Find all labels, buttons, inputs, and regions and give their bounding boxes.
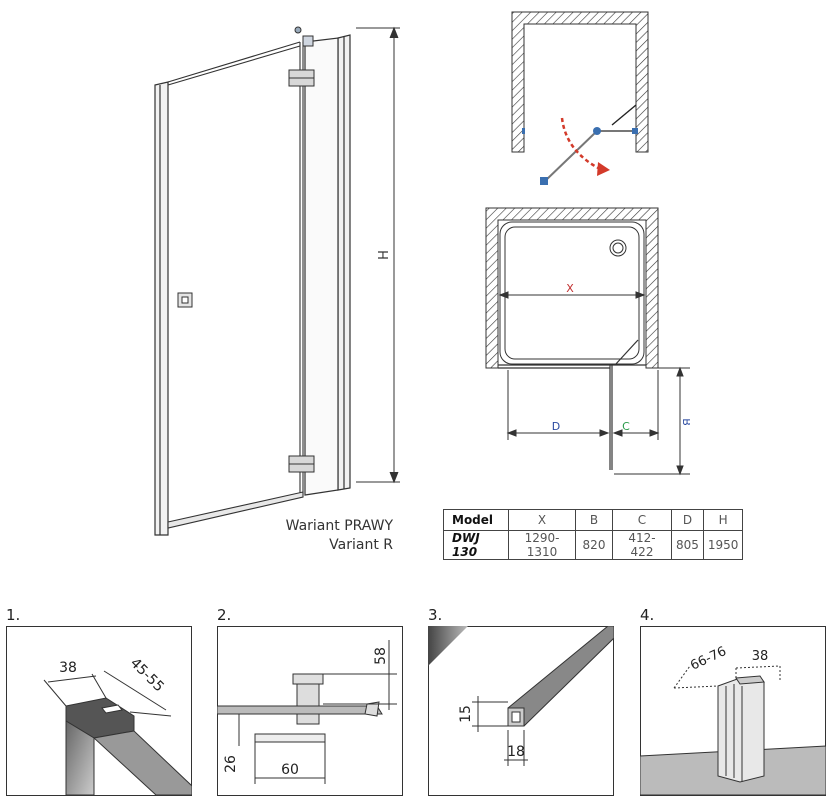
detail-number-4: 4.	[640, 606, 655, 624]
height-label: H	[377, 250, 392, 260]
spec-header-x: X	[508, 509, 576, 531]
detail-3-dim-a: 15	[458, 705, 474, 723]
c-dimension	[612, 370, 660, 440]
spec-cell-h: 1950	[702, 530, 744, 560]
detail-number-1: 1.	[6, 606, 21, 624]
detail-1-drawing: 38 45-55	[6, 626, 192, 796]
spec-header-c: C	[612, 509, 672, 531]
right-fixed-profile	[304, 34, 351, 496]
door-elevation-drawing: H	[154, 26, 400, 536]
detail-4-dims	[673, 665, 781, 689]
c-label: C	[622, 420, 630, 433]
detail-number-3: 3.	[428, 606, 443, 624]
b-dimension	[614, 366, 690, 476]
spec-cell-x: 1290-1310	[508, 530, 576, 560]
profile-section-3	[507, 626, 614, 727]
spec-header-d: D	[671, 509, 704, 531]
hinge-markers	[522, 127, 638, 185]
detail-4-drawing: 66-76 38	[640, 626, 826, 796]
door-glass-panel	[167, 41, 304, 529]
spec-cell-b: 820	[575, 530, 613, 560]
door-handle-icon	[177, 292, 193, 308]
detail-3-drawing: 15 18	[428, 626, 614, 796]
detail-2-dims	[238, 640, 397, 784]
spec-header-model: Model	[443, 509, 509, 531]
detail-number-2: 2.	[217, 606, 232, 624]
spec-header-b: B	[575, 509, 613, 531]
variant-label-pl: Wariant PRAWY	[285, 518, 393, 534]
wall-hatch-plan	[485, 207, 659, 369]
door-plan-lines	[498, 339, 646, 470]
b-label: B	[680, 418, 690, 426]
hinge-top	[288, 69, 315, 87]
wall-hatch-top	[511, 11, 649, 153]
plan-view-drawing: X D C B	[485, 207, 690, 476]
height-dimension	[356, 26, 400, 484]
detail-1-dims	[43, 670, 172, 717]
spec-header-row: Model X B C D H	[443, 509, 744, 531]
top-clamp	[294, 26, 314, 47]
spec-cell-c: 412-422	[612, 530, 672, 560]
detail-1-dim-a: 38	[59, 660, 77, 676]
d-dimension	[506, 370, 610, 440]
detail-2-dim-a: 58	[373, 647, 389, 665]
detail-4-dim-a: 66-76	[688, 644, 729, 674]
opening-top-view	[511, 11, 649, 185]
hinge-bottom	[288, 455, 315, 473]
spec-row: DWJ 130 1290-1310 820 412-422 805 1950	[443, 530, 744, 560]
detail-3-dims	[472, 696, 528, 766]
x-label: X	[566, 282, 574, 295]
spec-cell-model: DWJ 130	[443, 530, 509, 560]
detail-2-dim-c: 60	[281, 762, 299, 778]
detail-3-dim-b: 18	[507, 744, 525, 760]
profile-section-1	[65, 697, 192, 796]
profile-section-4	[717, 675, 765, 783]
left-wall-profile	[154, 81, 169, 536]
door-swing-lines	[543, 104, 637, 183]
detail-2-drawing: 58 26 60	[217, 626, 403, 796]
spec-table: Model X B C D H DWJ 130 1290-1310 820 41…	[443, 509, 744, 560]
spec-header-h: H	[702, 509, 744, 531]
d-label: D	[552, 420, 560, 433]
detail-4-dim-b: 38	[752, 649, 769, 664]
profile-section-2	[217, 673, 383, 743]
x-dimension	[498, 291, 646, 299]
spec-cell-d: 805	[671, 530, 704, 560]
detail-2-dim-b: 26	[223, 755, 239, 773]
variant-label-en: Variant R	[329, 537, 393, 553]
